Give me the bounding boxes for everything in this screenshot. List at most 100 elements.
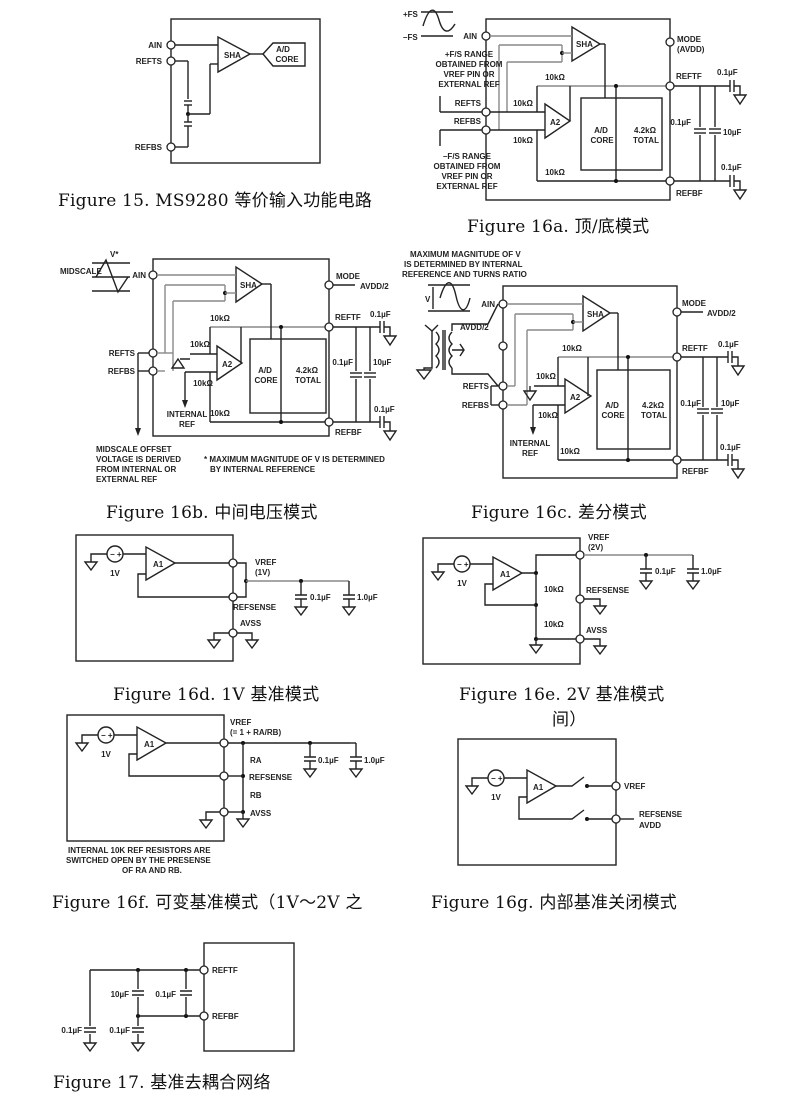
figure-16d-diagram: − + 1V A1 VREF (1V) 0.1µF 1.0µF REFSENSE… bbox=[60, 525, 400, 670]
schematic-label: REFBF bbox=[682, 467, 709, 476]
schematic-label: 10kΩ bbox=[545, 168, 565, 177]
schematic-label: SHA bbox=[240, 281, 257, 290]
switch-refsense-icon bbox=[518, 796, 585, 820]
figure-16f-caption: Figure 16f. 可变基准模式（1V～2V 之 bbox=[52, 893, 363, 913]
schematic-label: MIDSCALE bbox=[60, 267, 102, 276]
schematic-label: 10kΩ bbox=[560, 447, 580, 456]
schematic-label: REF bbox=[522, 449, 538, 458]
schematic-label: 10kΩ bbox=[513, 136, 533, 145]
figure-17-caption: Figure 17. 基准去耦合网络 bbox=[53, 1073, 271, 1093]
schematic-label: 0.1µF bbox=[680, 399, 701, 408]
schematic-label: –FS bbox=[403, 33, 418, 42]
schematic-label: TOTAL bbox=[633, 136, 659, 145]
schematic-label: 10kΩ bbox=[544, 620, 564, 629]
schematic-label: (1V) bbox=[255, 568, 270, 577]
schematic-label: CORE bbox=[601, 411, 625, 420]
schematic-label: A/D bbox=[594, 126, 608, 135]
schematic-label: REFSENSE bbox=[249, 773, 293, 782]
schematic-label: VREF PIN OR bbox=[443, 70, 494, 79]
schematic-label: 10kΩ bbox=[544, 585, 564, 594]
schematic-label: EXTERNAL REF bbox=[96, 475, 157, 484]
schematic-label: MAXIMUM MAGNITUDE OF V bbox=[410, 250, 521, 259]
ain-label: AIN bbox=[148, 41, 162, 50]
schematic-label: REFBS bbox=[462, 401, 490, 410]
schematic-label: 0.1µF bbox=[155, 990, 176, 999]
schematic-label: 1V bbox=[457, 579, 467, 588]
schematic-label: V bbox=[425, 295, 431, 304]
schematic-label: REF bbox=[179, 420, 195, 429]
schematic-label: 1.0µF bbox=[701, 567, 722, 576]
figure-16g-diagram: − + 1V A1 VREF REFSENSE AVDD bbox=[420, 730, 730, 870]
figure-17-diagram: REFTF REFBF 10µF 0.1µF 0.1µF 0.1µF bbox=[40, 930, 340, 1060]
schematic-label: AVSS bbox=[240, 619, 262, 628]
schematic-label: RA bbox=[250, 756, 262, 765]
schematic-label: (= 1 + RA/RB) bbox=[230, 728, 281, 737]
schematic-label: 0.1µF bbox=[61, 1026, 82, 1035]
schematic-label: A2 bbox=[550, 118, 561, 127]
schematic-label: MODE bbox=[677, 35, 702, 44]
figure-16e-caption: Figure 16e. 2V 基准模式 bbox=[459, 685, 665, 705]
schematic-label: 0.1µF bbox=[670, 118, 691, 127]
schematic-label: REFERENCE AND TURNS RATIO bbox=[402, 270, 527, 279]
schematic-label: EXTERNAL REF bbox=[436, 182, 497, 191]
schematic-label: 10kΩ bbox=[538, 411, 558, 420]
figure-16a-diagram: +FS –FS AIN MODE (AVDD) SHA +F/S RANGE O… bbox=[395, 0, 795, 205]
fig16g-schematic: − + 1V A1 VREF REFSENSE AVDD bbox=[457, 738, 683, 866]
svg-text:− +: − + bbox=[491, 774, 503, 783]
schematic-label: 10kΩ bbox=[536, 372, 556, 381]
schematic-label: 1V bbox=[491, 793, 501, 802]
schematic-label: 10µF bbox=[373, 358, 392, 367]
figure-16a-caption: Figure 16a. 顶/底模式 bbox=[467, 217, 650, 237]
figure-16f-diagram: − + 1V A1 VREF (= 1 + RA/RB) RA RB REFSE… bbox=[40, 705, 410, 875]
schematic-label: REFSENSE bbox=[233, 603, 277, 612]
ain-pin bbox=[166, 40, 176, 50]
fig16a-schematic: +FS –FS AIN MODE (AVDD) SHA +F/S RANGE O… bbox=[403, 9, 748, 201]
schematic-label: AVSS bbox=[250, 809, 272, 818]
schematic-label: A1 bbox=[153, 560, 164, 569]
schematic-label: REFTF bbox=[212, 966, 238, 975]
fig16f-schematic: − + 1V A1 VREF (= 1 + RA/RB) RA RB REFSE… bbox=[66, 714, 385, 875]
svg-text:− +: − + bbox=[110, 550, 122, 559]
figure-16c-caption: Figure 16c. 差分模式 bbox=[471, 503, 647, 523]
schematic-label: * MAXIMUM MAGNITUDE OF V IS DETERMINED bbox=[204, 455, 385, 464]
sha-amp bbox=[217, 35, 252, 74]
figure-15-caption: Figure 15. MS9280 等价输入功能电路 bbox=[58, 191, 373, 211]
schematic-label: VREF PIN OR bbox=[441, 172, 492, 181]
figure-15-diagram: AIN REFTS REFBS SHA A/D CORE bbox=[120, 10, 400, 180]
schematic-label: 0.1µF bbox=[332, 358, 353, 367]
schematic-label: REFTS bbox=[109, 349, 136, 358]
schematic-label: BY INTERNAL REFERENCE bbox=[210, 465, 316, 474]
sine-wave-icon bbox=[422, 9, 456, 32]
schematic-label: OBTAINED FROM bbox=[434, 162, 501, 171]
schematic-label: OF RA AND RB. bbox=[122, 866, 182, 875]
schematic-label: 10kΩ bbox=[210, 314, 230, 323]
schematic-label: SHA bbox=[587, 310, 604, 319]
schematic-label: 10kΩ bbox=[210, 409, 230, 418]
figure-16e-caption-wrap: 间） bbox=[552, 710, 587, 730]
schematic-label: A/D bbox=[258, 366, 272, 375]
schematic-label: 4.2kΩ bbox=[642, 401, 665, 410]
schematic-label: 10kΩ bbox=[513, 99, 533, 108]
schematic-label: CORE bbox=[275, 55, 299, 64]
schematic-label: 10kΩ bbox=[545, 73, 565, 82]
schematic-label: 0.1µF bbox=[721, 163, 742, 172]
schematic-label: REFTS bbox=[455, 99, 482, 108]
schematic-label: 0.1µF bbox=[655, 567, 676, 576]
schematic-label: SHA bbox=[224, 51, 241, 60]
schematic-label: REFTF bbox=[676, 72, 702, 81]
schematic-label: VREF bbox=[255, 558, 276, 567]
schematic-label: A1 bbox=[500, 570, 511, 579]
schematic-label: A1 bbox=[144, 740, 155, 749]
schematic-label: INTERNAL 10K REF RESISTORS ARE bbox=[68, 846, 211, 855]
sine-wave-icon bbox=[439, 282, 471, 311]
triangle-wave-icon bbox=[95, 258, 129, 294]
schematic-label: CORE bbox=[590, 136, 614, 145]
schematic-label: TOTAL bbox=[295, 376, 321, 385]
refbs-label: REFBS bbox=[135, 143, 163, 152]
schematic-label: 10kΩ bbox=[562, 344, 582, 353]
schematic-label: 0.1µF bbox=[370, 310, 391, 319]
ad-core-block bbox=[262, 42, 306, 67]
schematic-label: 1.0µF bbox=[364, 756, 385, 765]
schematic-label: REFTF bbox=[335, 313, 361, 322]
schematic-label: REFBS bbox=[108, 367, 136, 376]
